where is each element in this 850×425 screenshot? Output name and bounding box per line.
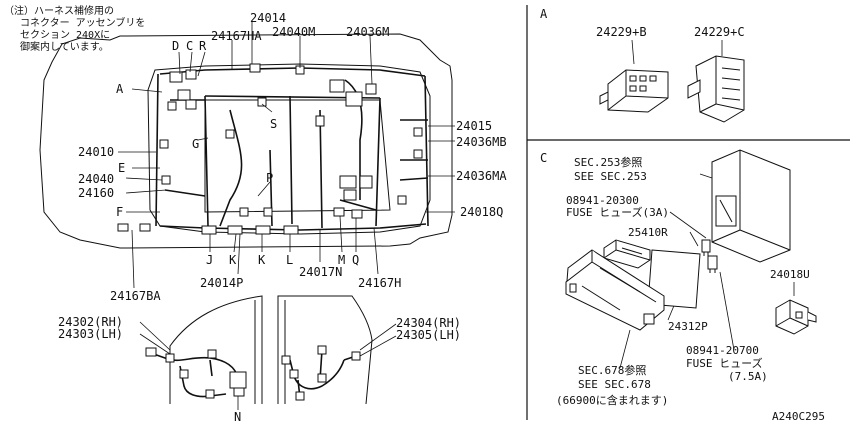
- label-24167ha: 24167HA: [211, 29, 262, 43]
- label-fuse-75-amp: (7.5A): [728, 370, 768, 383]
- section-a: A 24229+B 24229+C: [540, 7, 745, 123]
- fuse-75a-icon: [707, 255, 718, 273]
- label-letter-s: S: [270, 117, 277, 131]
- label-24040: 24040: [78, 172, 114, 186]
- label-24036ma: 24036MA: [456, 169, 507, 183]
- car-body-outline: [39, 33, 453, 249]
- label-sec678-jp: SEC.678参照: [578, 363, 646, 377]
- note-line-4: 御案内しています。: [20, 40, 109, 53]
- door-labels: 24302(RH) 24303(LH) 24304(RH) 24305(LH) …: [58, 315, 461, 424]
- label-24229-c: 24229+C: [694, 25, 745, 39]
- panel-dividers: [526, 5, 850, 420]
- label-24160: 24160: [78, 186, 114, 200]
- label-24303-lh: 24303(LH): [58, 327, 123, 341]
- note-block: （注）ハーネス補修用の コネクター アッセンブリを セクション 240Xに 御案…: [4, 4, 145, 53]
- label-letter-n: N: [234, 410, 241, 424]
- label-sec253-en: SEE SEC.253: [574, 170, 647, 183]
- section-c-title: C: [540, 151, 547, 165]
- junction-block-icon: [565, 249, 665, 331]
- label-24305-lh: 24305(LH): [396, 328, 461, 342]
- diagram-code: A240C295: [772, 410, 825, 423]
- label-letter-p: P: [266, 171, 273, 185]
- label-letter-d: D: [172, 39, 179, 53]
- section-a-title: A: [540, 7, 548, 21]
- fuse-3a-icon: [701, 239, 711, 256]
- main-connectors: [117, 63, 423, 235]
- label-sec253-jp: SEC.253参照: [574, 155, 642, 169]
- note-line-2: コネクター アッセンブリを: [20, 16, 145, 29]
- note-line-3: セクション 240Xに: [20, 29, 110, 41]
- label-letter-c: C: [186, 39, 193, 53]
- label-letter-m: M: [338, 253, 345, 267]
- label-24167ba: 24167BA: [110, 289, 161, 303]
- label-24312p: 24312P: [668, 320, 708, 333]
- label-fuse-3a-pn: 08941-20300: [566, 194, 639, 207]
- label-letter-k2: K: [258, 253, 266, 267]
- label-24015: 24015: [456, 119, 492, 133]
- fuse-box-icon: [711, 149, 791, 263]
- label-letter-k1: K: [229, 253, 237, 267]
- door-outlines: [169, 295, 373, 405]
- label-sec678-en: SEE SEC.678: [578, 378, 651, 391]
- label-fuse-75-pn: 08941-20700: [686, 344, 759, 357]
- label-24304-rh: 24304(RH): [396, 316, 461, 330]
- label-24014p: 24014P: [200, 276, 243, 290]
- label-fuse-3a-desc: FUSE ヒューズ(3A): [566, 205, 669, 219]
- label-24229-b: 24229+B: [596, 25, 647, 39]
- label-24018u: 24018U: [770, 268, 810, 281]
- connector-24229-c-icon: [687, 55, 745, 123]
- label-24036mb: 24036MB: [456, 135, 507, 149]
- label-letter-l: L: [286, 253, 293, 267]
- label-letter-e: E: [118, 161, 125, 175]
- label-letter-r: R: [199, 39, 207, 53]
- section-c: C SEC.253参照 SEE SEC.253 08941-20300 FUSE…: [540, 149, 817, 407]
- label-24017n: 24017N: [299, 265, 342, 279]
- label-24167h: 24167H: [358, 276, 401, 290]
- label-letter-g: G: [192, 137, 199, 151]
- label-included-66900: (66900に含まれます): [556, 393, 668, 407]
- label-24010: 24010: [78, 145, 114, 159]
- label-fuse-75-desc: FUSE ヒューズ: [686, 356, 763, 370]
- label-24302-rh: 24302(RH): [58, 315, 123, 329]
- connector-24229-b-icon: [599, 69, 669, 113]
- door-leader-lines: [139, 321, 397, 410]
- connector-24018u-icon: [775, 299, 817, 335]
- label-25410r: 25410R: [628, 226, 668, 239]
- label-24036m: 24036M: [346, 25, 389, 39]
- label-letter-a: A: [116, 82, 124, 96]
- label-letter-q: Q: [352, 253, 359, 267]
- main-labels: A D C R 24167HA 24014 24040M 24036M S G …: [78, 11, 507, 303]
- note-line-1: （注）ハーネス補修用の: [4, 4, 114, 17]
- main-harness-wires: [155, 67, 429, 231]
- door-connectors: [145, 345, 361, 401]
- label-24040m: 24040M: [272, 25, 315, 39]
- label-letter-f: F: [116, 205, 123, 219]
- label-24014: 24014: [250, 11, 286, 25]
- label-24018q: 24018Q: [460, 205, 503, 219]
- main-leader-lines: [118, 22, 455, 289]
- label-letter-j: J: [206, 253, 213, 267]
